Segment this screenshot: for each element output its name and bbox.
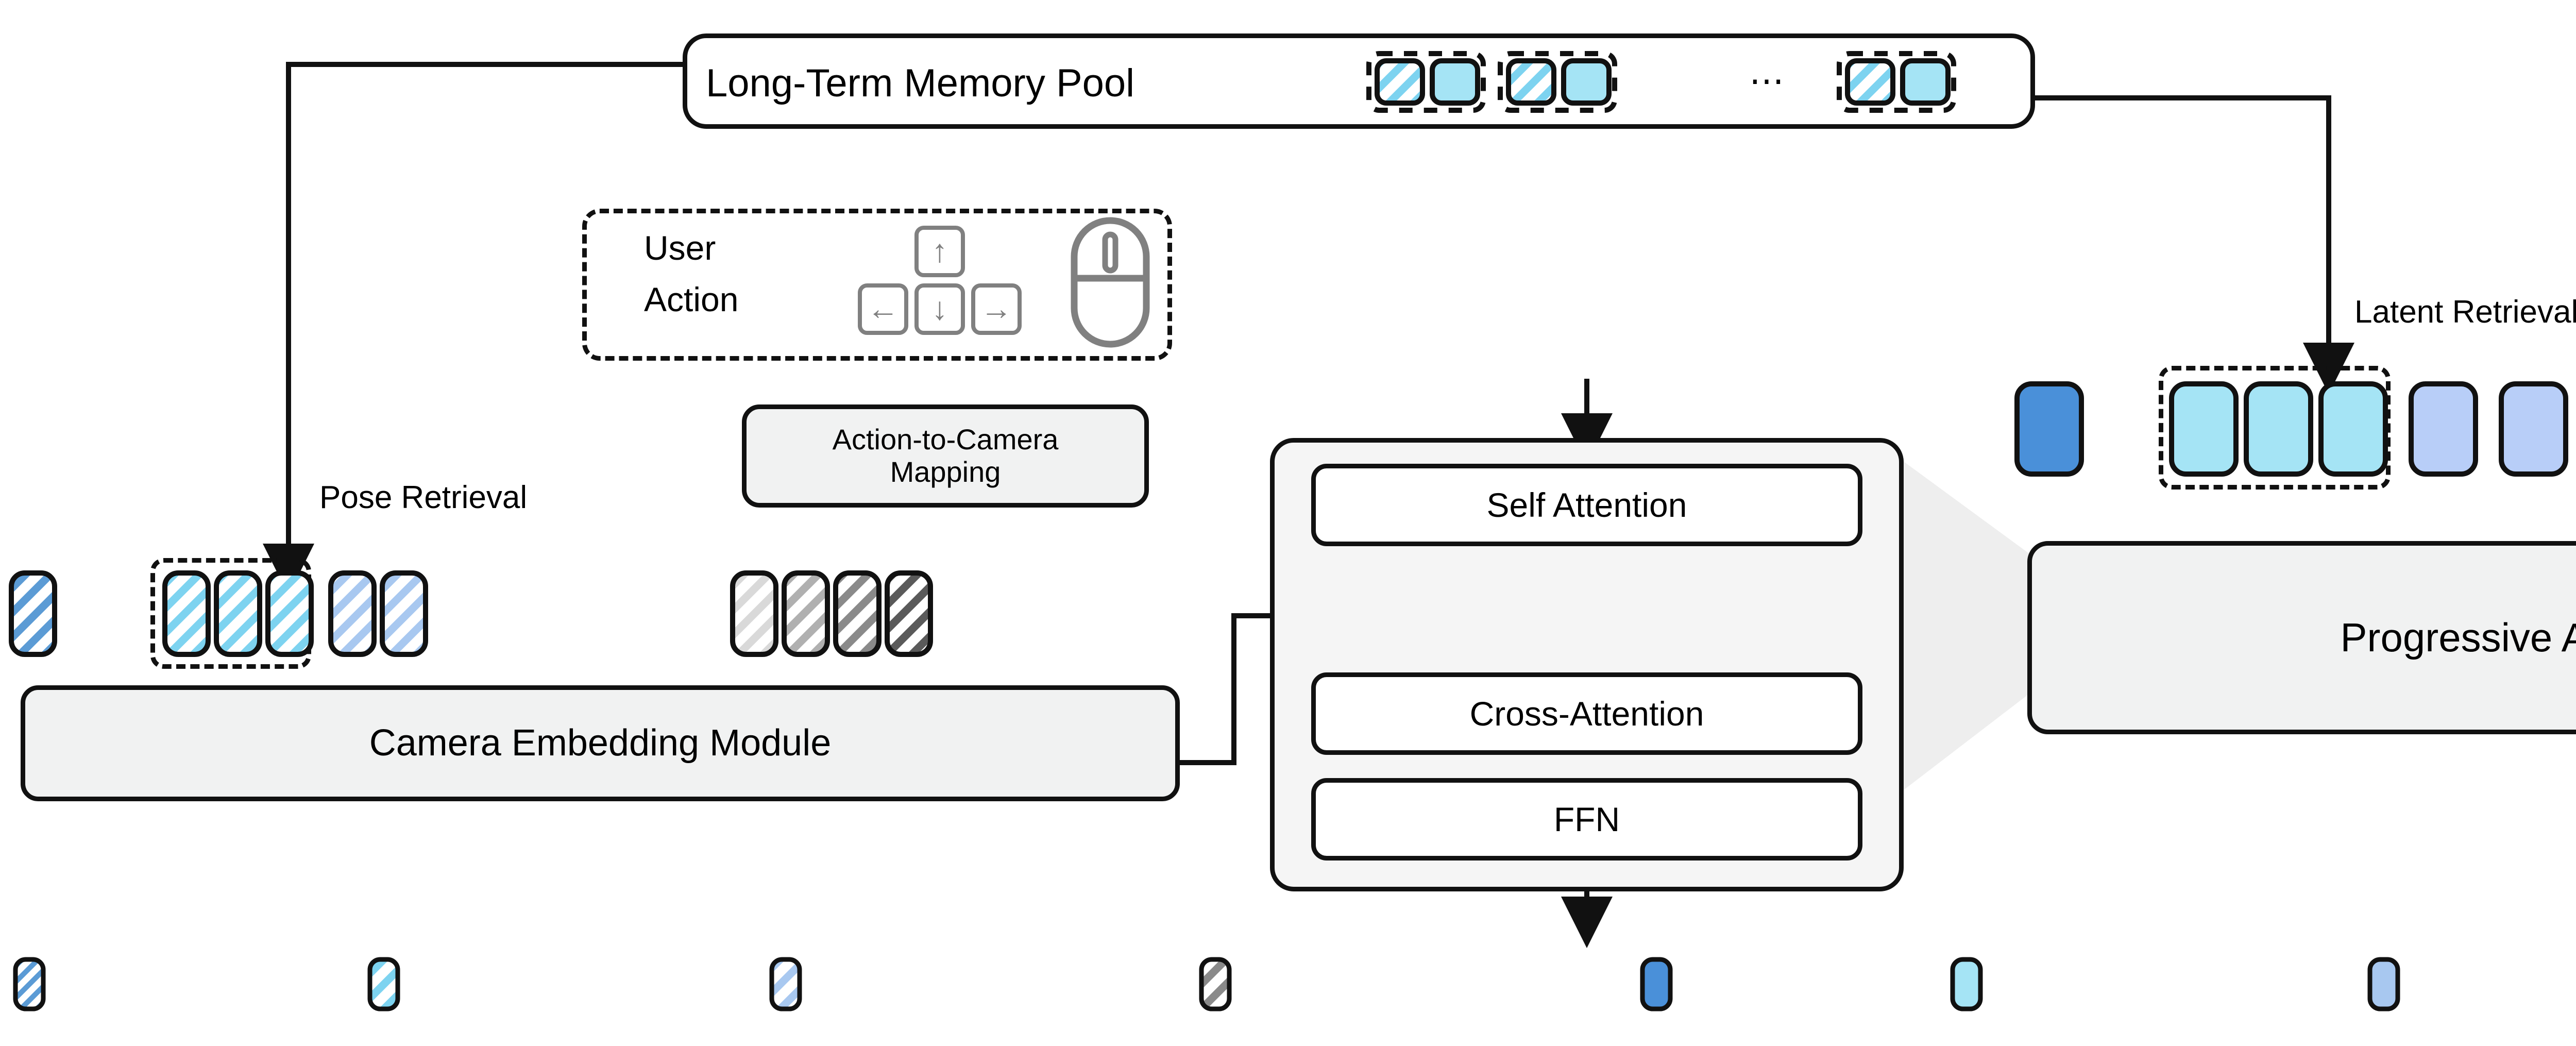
action-to-camera-mapping-box: Action-to-Camera Mapping <box>742 404 1149 508</box>
self-attention-label: Self Attention <box>1486 486 1687 524</box>
user-action-line2: Action <box>644 280 739 318</box>
legend: Attention Sink Pose Long-Term Memory Pos… <box>0 956 2576 1013</box>
memory-pool-label: Long-Term Memory Pool <box>706 61 1135 105</box>
ffn-label: FFN <box>1553 800 1620 838</box>
memory-pool-ellipsis: ⋯ <box>1749 61 1786 100</box>
key-up-icon[interactable]: ↑ <box>914 226 965 277</box>
key-left-icon[interactable]: ← <box>858 283 908 335</box>
camera-module-label: Camera Embedding Module <box>369 722 832 764</box>
arrow-down-glyph: ↓ <box>931 291 948 327</box>
key-right-icon[interactable]: → <box>971 283 1022 335</box>
user-action-box <box>582 209 1172 361</box>
key-down-icon[interactable]: ↓ <box>914 283 965 335</box>
long-term-memory-pool <box>683 33 2035 129</box>
diffusion-transformer-box: Progressive Autoregressive Video Diffusi… <box>2027 541 2576 734</box>
cross-attention-block: Cross-Attention <box>1311 672 1862 755</box>
arrow-right-glyph: → <box>980 291 1012 327</box>
arrow-left-glyph: ← <box>867 291 899 327</box>
self-attention-block: Self Attention <box>1311 464 1862 546</box>
user-action-line1: User <box>644 229 716 267</box>
pose-retrieval-label: Pose Retrieval <box>319 480 528 515</box>
pose-retrieval-group <box>150 558 311 669</box>
arrow-up-glyph: ↑ <box>931 233 948 269</box>
mapping-line2: Mapping <box>890 455 1001 488</box>
pose-token <box>9 570 933 657</box>
camera-embedding-module: Camera Embedding Module <box>21 685 1180 801</box>
mapping-line1: Action-to-Camera <box>832 423 1059 456</box>
diffusion-label: Progressive Autoregressive Video Diffusi… <box>2340 614 2576 660</box>
ffn-block: FFN <box>1311 778 1862 861</box>
cross-attention-label: Cross-Attention <box>1469 695 1704 733</box>
latent-retrieval-label: Latent Retrieval <box>2354 294 2576 330</box>
latent-retrieval-group <box>2159 366 2391 490</box>
